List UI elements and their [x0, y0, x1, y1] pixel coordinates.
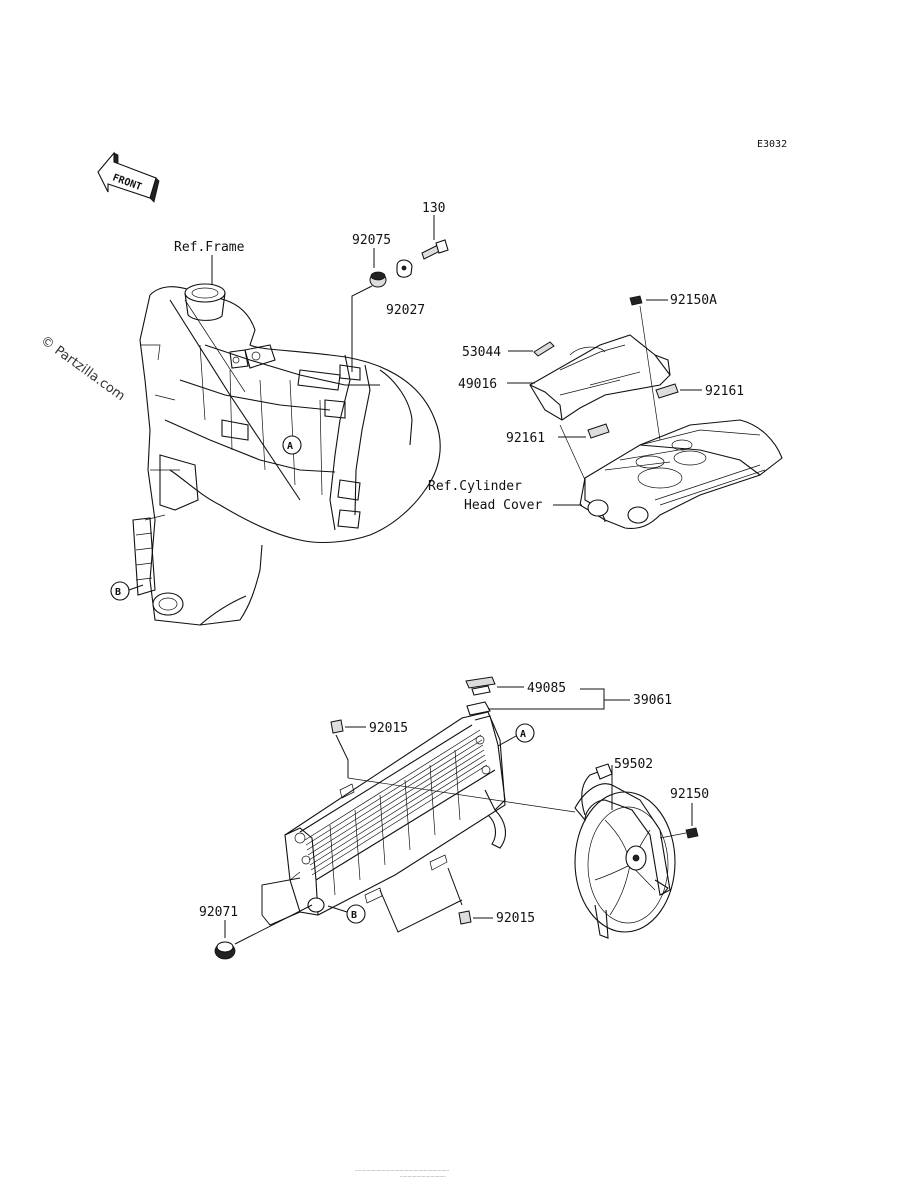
- part-92150-label: 92150: [670, 787, 709, 802]
- marker-b-frame: B: [110, 581, 130, 601]
- svg-text:A: A: [287, 441, 293, 452]
- pad-92161-right: 92161: [655, 383, 744, 399]
- part-39061-label: 39061: [633, 693, 672, 708]
- marker-b-radiator: B: [346, 904, 366, 924]
- diagram-code: E3032: [757, 139, 787, 150]
- watermark: © Partzilla.com: [38, 333, 128, 404]
- cover-49016: 49016: [458, 334, 671, 421]
- svg-text:B: B: [115, 587, 121, 598]
- frame-illustration: Ref.Frame A B: [110, 240, 441, 626]
- nut-92015-top: 92015: [330, 719, 408, 736]
- fine-print-2: ····································: [400, 1174, 446, 1179]
- cap-49085: 49085: [465, 676, 566, 696]
- part-92161-right-label: 92161: [705, 384, 744, 399]
- collar-92027: 92027: [386, 259, 425, 318]
- part-49085-label: 49085: [527, 681, 566, 696]
- part-92015-top-label: 92015: [369, 721, 408, 736]
- grommet-92071: 92071: [199, 905, 238, 960]
- part-92075-label: 92075: [352, 233, 391, 248]
- part-92071-label: 92071: [199, 905, 238, 920]
- bolt-92150A: 92150A: [629, 293, 717, 308]
- part-92015-bottom-label: 92015: [496, 911, 535, 926]
- marker-a-top: A: [282, 435, 302, 455]
- marker-a-radiator: A: [515, 723, 535, 743]
- fan-59502-illustration: [574, 763, 676, 939]
- damper-53044: 53044: [462, 341, 555, 360]
- radiator-illustration: [284, 711, 506, 916]
- part-92027-label: 92027: [386, 303, 425, 318]
- part-53044-label: 53044: [462, 345, 501, 360]
- ref-cylinder-label-line1: Ref.Cylinder: [428, 479, 522, 494]
- ref-cylinder-label-line2: Head Cover: [464, 498, 542, 513]
- cylinder-head-cover-illustration: [579, 419, 783, 529]
- part-59502-label: 59502: [614, 757, 653, 772]
- svg-text:A: A: [520, 729, 526, 740]
- ref-frame-label: Ref.Frame: [174, 240, 245, 255]
- svg-text:B: B: [351, 910, 357, 921]
- part-92161-left-label: 92161: [506, 431, 545, 446]
- grommet-92075: 92075: [352, 233, 391, 288]
- part-92150A-label: 92150A: [670, 293, 717, 308]
- front-arrow-icon: FRONT: [97, 151, 160, 203]
- nut-92015-bottom: 92015: [458, 910, 535, 926]
- part-130-label: 130: [422, 201, 445, 216]
- bolt-92150: 92150: [670, 787, 709, 839]
- bolt-130: 130: [421, 201, 449, 260]
- pad-92161-left: 92161: [506, 423, 610, 446]
- fine-print: ········································…: [355, 1168, 449, 1173]
- part-49016-label: 49016: [458, 377, 497, 392]
